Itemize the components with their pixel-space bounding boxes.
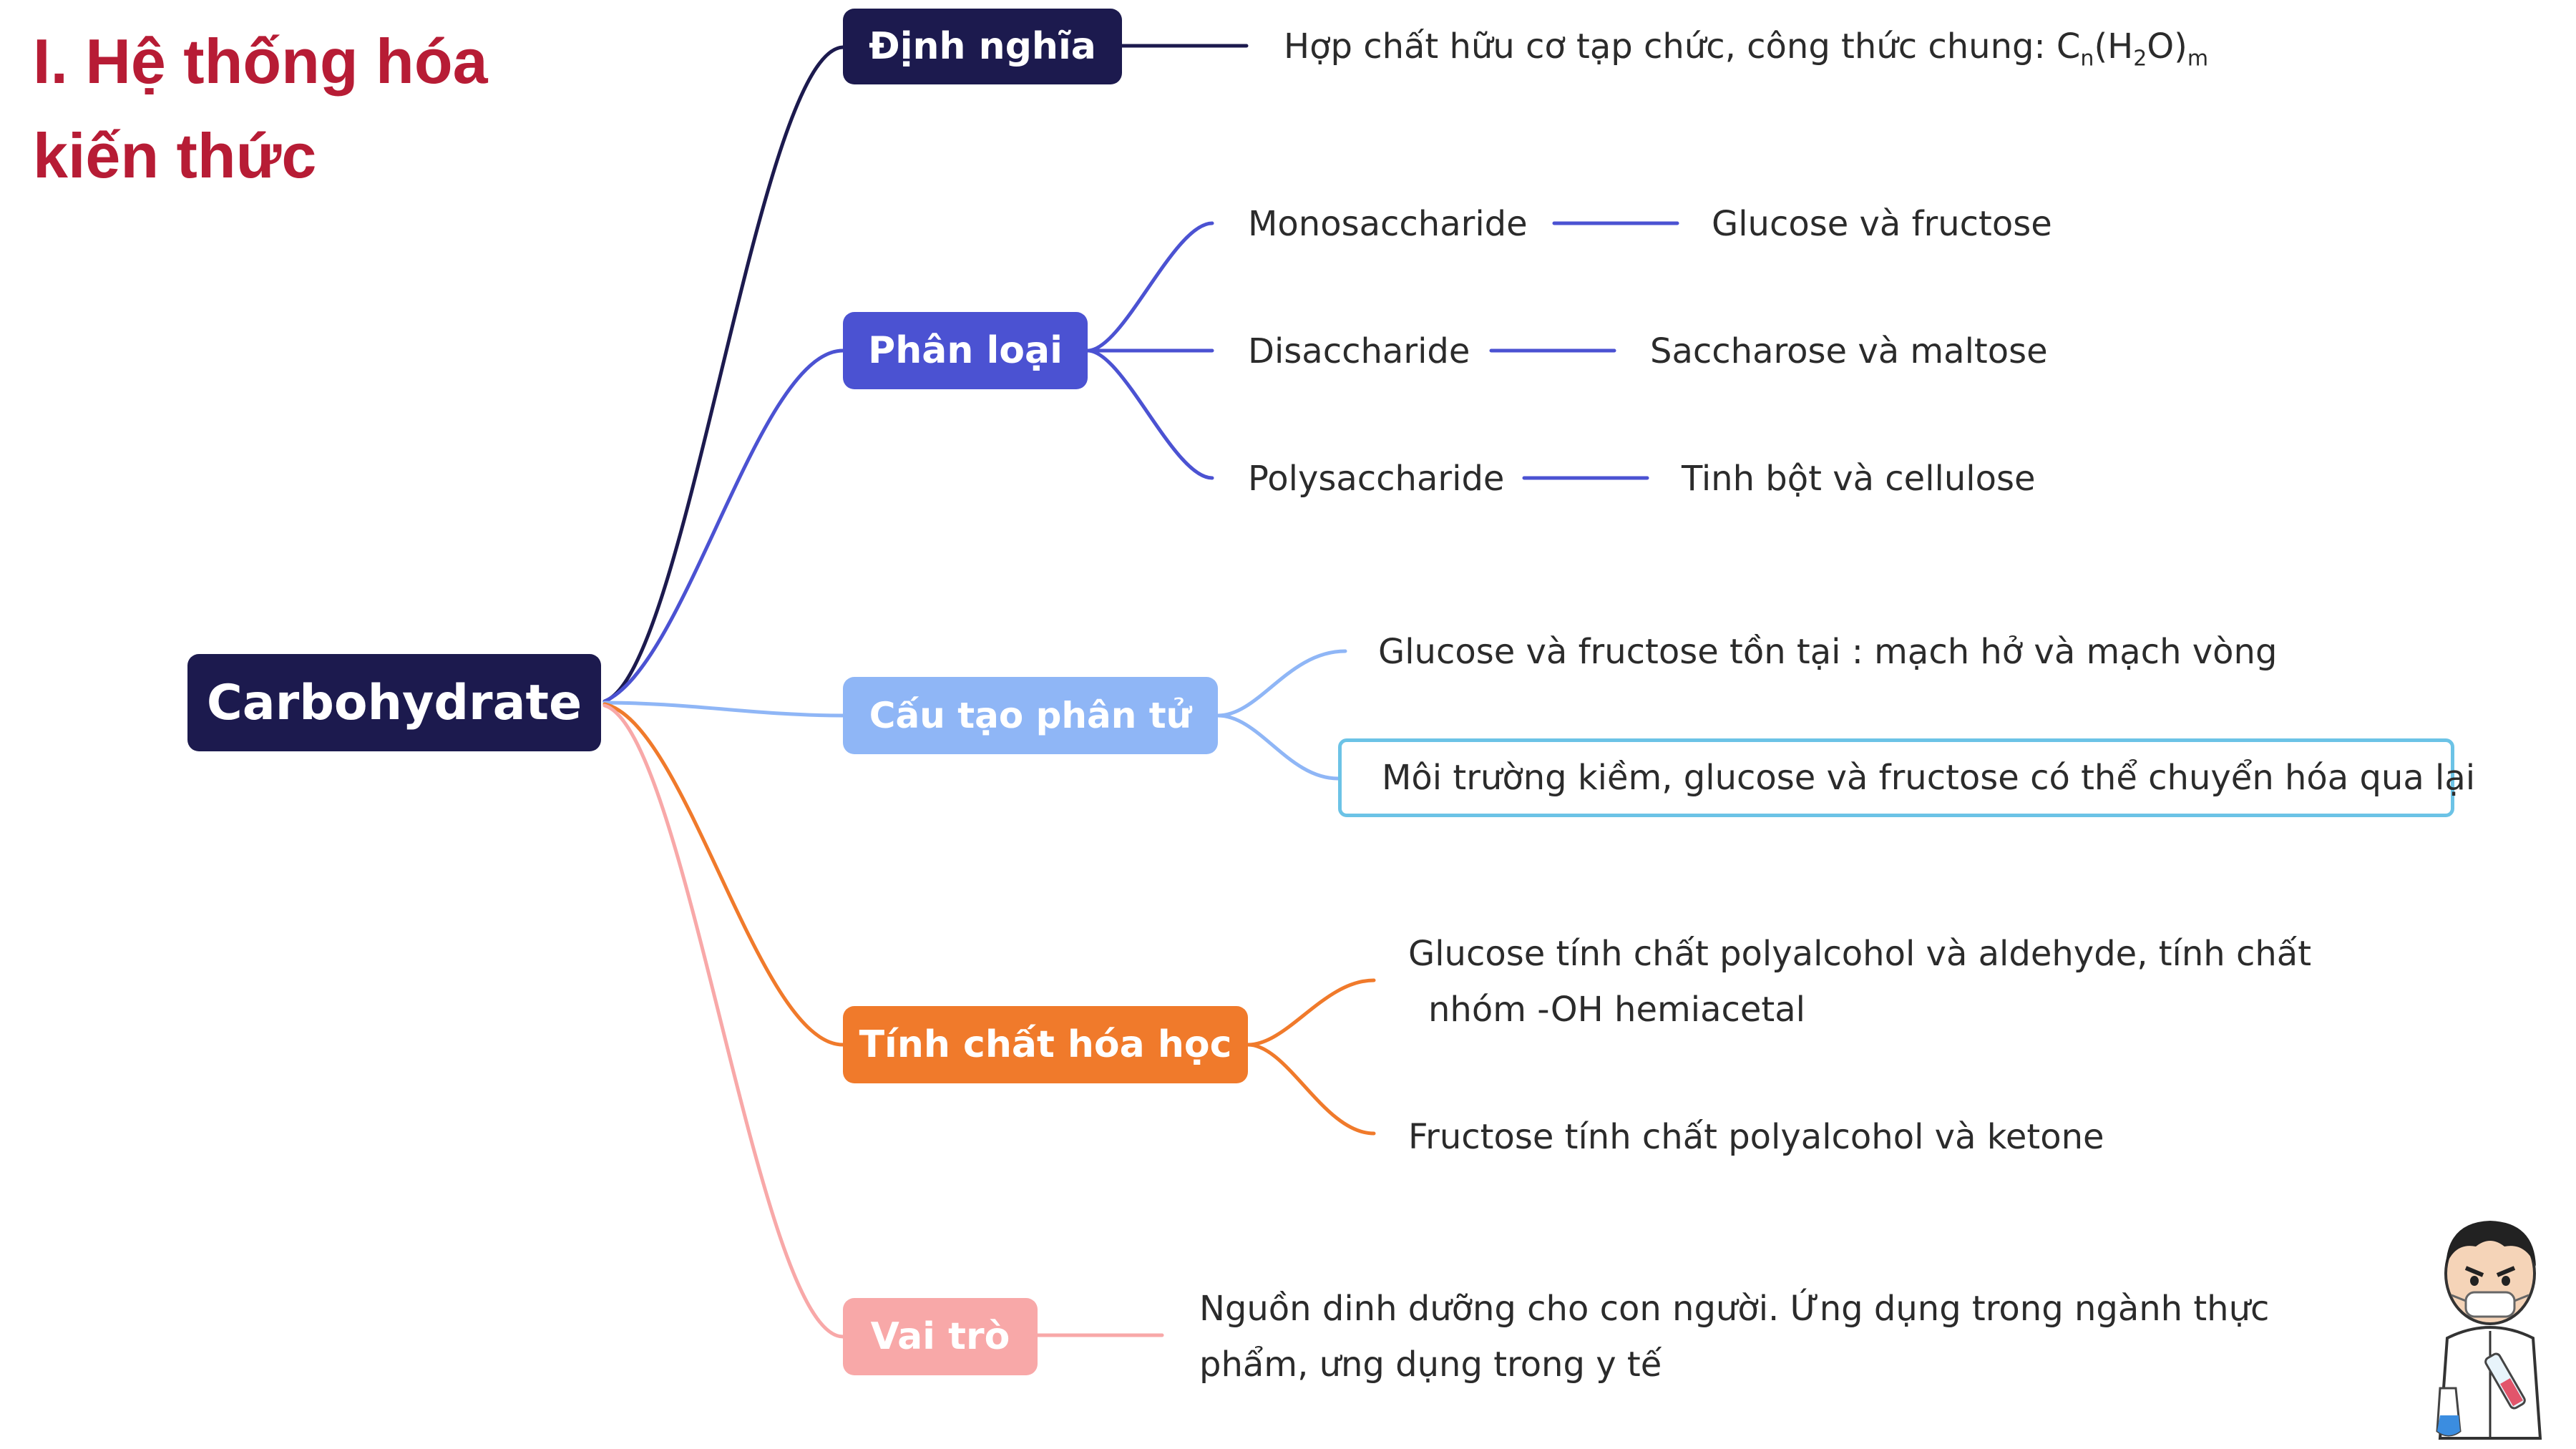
role-text: Nguồn dinh dưỡng cho con người. Ứng dụng…	[1199, 1281, 2269, 1392]
scientist-mascot-illustration	[2436, 1221, 2542, 1440]
chemical-item-glucose-line-2: nhóm -OH hemiacetal	[1428, 990, 1805, 1030]
connector-chem-2	[1246, 1043, 1376, 1136]
page-title: I. Hệ thống hóa kiến thức	[33, 14, 488, 203]
classification-example-di: Saccharose và maltose	[1650, 331, 2048, 371]
branch-role: Vai trò	[843, 1298, 1038, 1375]
connector-class-poly	[1085, 348, 1214, 480]
page-title-line-2: kiến thức	[33, 120, 317, 191]
chemical-item-glucose: Glucose tính chất polyalcohol và aldehyd…	[1408, 926, 2311, 1038]
branch-definition: Định nghĩa	[843, 9, 1122, 84]
page-title-line-1: I. Hệ thống hóa	[33, 26, 488, 97]
structure-item-1: Glucose và fructose tồn tại : mạch hở và…	[1378, 632, 2278, 672]
structure-item-2-highlighted: Môi trường kiềm, glucose và fructose có …	[1338, 738, 2475, 817]
classification-example-mono: Glucose và fructose	[1712, 204, 2052, 244]
root-node: Carbohydrate	[187, 654, 601, 751]
branch-chemical-properties: Tính chất hóa học	[843, 1006, 1248, 1083]
branch-classification: Phân loại	[843, 312, 1088, 389]
connector-struct-2	[1216, 713, 1340, 781]
connector-classification	[602, 348, 845, 703]
chemical-item-glucose-line-1: Glucose tính chất polyalcohol và aldehyd…	[1408, 934, 2312, 974]
role-text-line-2: phẩm, ưng dụng trong y tế	[1199, 1345, 1662, 1385]
connector-struct-1	[1216, 649, 1347, 718]
classification-type-poly: Polysaccharide	[1248, 459, 1505, 499]
connector-chemical	[602, 702, 845, 1047]
connector-chem-1	[1246, 978, 1376, 1047]
connector-role	[602, 703, 845, 1339]
classification-example-poly: Tinh bột và cellulose	[1682, 459, 2036, 499]
connector-structure	[602, 701, 845, 718]
connector-class-mono	[1085, 221, 1214, 353]
definition-text: Hợp chất hữu cơ tạp chức, công thức chun…	[1284, 26, 2209, 72]
chemical-item-fructose: Fructose tính chất polyalcohol và ketone	[1408, 1117, 2104, 1157]
classification-type-di: Disaccharide	[1248, 331, 1470, 371]
connector-definition	[602, 45, 845, 703]
branch-structure: Cấu tạo phân tử	[843, 677, 1218, 754]
classification-type-mono: Monosaccharide	[1248, 204, 1528, 244]
role-text-line-1: Nguồn dinh dưỡng cho con người. Ứng dụng…	[1199, 1289, 2270, 1329]
